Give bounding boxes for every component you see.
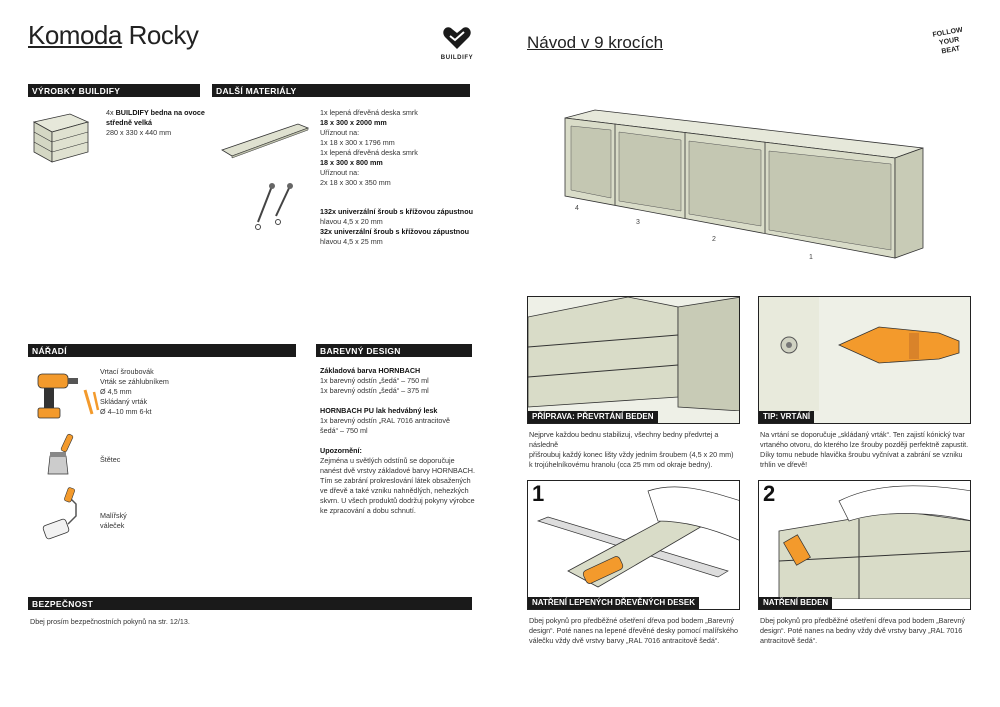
step-1-caption: NATŘENÍ LEPENÝCH DŘEVĚNÝCH DESEK	[528, 597, 699, 609]
painting-crate-illustration	[778, 485, 970, 600]
step-2-caption: NATŘENÍ BEDEN	[759, 597, 833, 609]
step-prep-panel: PŘÍPRAVA: PŘEVRTÁNÍ BEDEN	[527, 296, 740, 424]
safety-text: Dbej prosím bezpečnostních pokynů na str…	[30, 617, 190, 626]
buildify-logo: BUILDIFY	[440, 26, 474, 66]
step-prep-caption: PŘÍPRAVA: PŘEVRTÁNÍ BEDEN	[528, 411, 658, 423]
step-tip-panel: TIP: VRTÁNÍ	[758, 296, 971, 424]
tools-drill-text: Vrtací šroubovák Vrták se záhlubníkem Ø …	[100, 367, 169, 416]
follow-your-beat-badge: FOLLOW YOUR BEAT	[932, 26, 964, 56]
paint-roller-icon	[42, 487, 77, 540]
step-2-number: 2	[763, 481, 776, 506]
section-tools-heading: NÁŘADÍ	[28, 344, 296, 357]
crate-drilling-illustration	[528, 297, 739, 412]
design-text: Základová barva HORNBACH 1x barevný odst…	[320, 366, 475, 515]
materials-screws-text: 132x univerzální šroub s křížovou zápust…	[320, 207, 473, 246]
heart-hand-icon	[443, 27, 471, 49]
overview-label-2: 2	[712, 236, 716, 243]
products-text: 4x BUILDIFY bedna na ovoce středně velká…	[106, 108, 205, 137]
fruit-crate-icon	[32, 113, 90, 163]
section-products-heading: VÝROBKY BUILDIFY	[28, 84, 200, 97]
step-tip-caption: TIP: VRTÁNÍ	[759, 411, 815, 423]
tools-brush-label: Štětec	[100, 455, 121, 464]
tools-roller-label: Malířský váleček	[100, 511, 127, 530]
screws-icon	[255, 183, 293, 230]
dresser-overview-illustration	[564, 109, 924, 259]
overview-label-1: 1	[809, 254, 813, 261]
section-safety-heading: BEZPEČNOST	[28, 597, 472, 610]
paint-brush-icon	[47, 433, 74, 475]
wood-board-icon	[221, 123, 310, 159]
step-2-text: Dbej pokynů pro předběžné ošetření dřeva…	[760, 616, 965, 645]
step-prep-text: Nejprve každou bednu stabilizuj, všechny…	[529, 430, 734, 469]
step-2-panel: 2 NATŘENÍ BEDEN	[758, 480, 971, 610]
painting-boards-illustration	[536, 486, 739, 588]
section-design-heading: BAREVNÝ DESIGN	[316, 344, 472, 357]
section-materials-heading: DALŠÍ MATERIÁLY	[212, 84, 470, 97]
drill-icon	[37, 373, 100, 419]
step-tip-text: Na vrtání se doporučuje „skládaný vrták“…	[760, 430, 969, 469]
page-title: Komoda Rocky	[28, 20, 199, 50]
step-1-number: 1	[532, 481, 545, 506]
countersink-bit-illustration	[759, 297, 960, 411]
overview-label-4: 4	[575, 205, 579, 212]
overview-label-3: 3	[636, 219, 640, 226]
steps-title: Návod v 9 krocích	[527, 33, 664, 52]
step-1-panel: 1 NATŘENÍ LEPENÝCH DŘEVĚNÝCH DESEK	[527, 480, 740, 610]
materials-boards-text: 1x lepená dřevěná deska smrk 18 x 300 x …	[320, 108, 418, 187]
step-1-text: Dbej pokynů pro předběžné ošetření dřeva…	[529, 616, 738, 645]
